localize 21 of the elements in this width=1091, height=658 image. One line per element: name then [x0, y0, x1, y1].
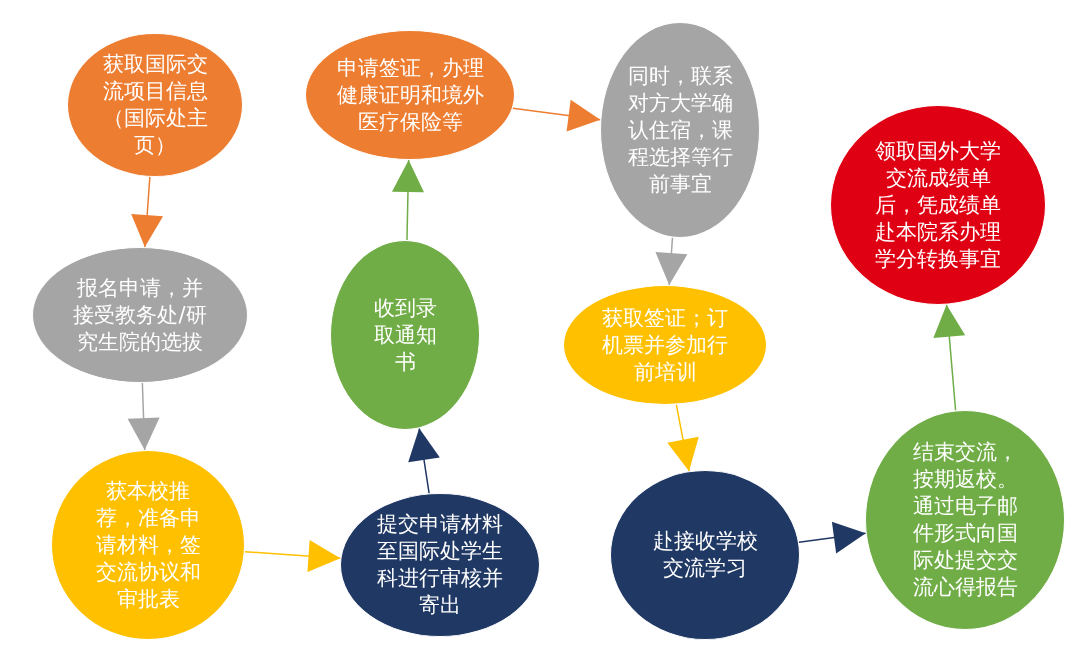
step-text: 赴接收学校交流学习	[651, 528, 759, 582]
arrow	[655, 236, 688, 286]
arrow	[512, 99, 602, 132]
arrow	[667, 403, 699, 472]
step-text: 报名申请，并接受教务处/研究生院的选拔	[72, 274, 208, 356]
arrow	[244, 540, 342, 572]
step-text: 获本校推荐，准备申请材料，签交流协议和审批表	[94, 477, 202, 613]
step-text: 获取国际交流项目信息（国际处主页）	[101, 51, 209, 159]
arrow	[933, 303, 966, 412]
step-text: 提交申请材料至国际处学生科进行审核并寄出	[376, 511, 504, 619]
arrow	[392, 159, 424, 241]
step-text: 获取签证；订机票并参加行前培训	[601, 304, 729, 386]
arrow	[408, 427, 440, 495]
step-text: 收到录取通知书	[372, 294, 438, 376]
arrow	[131, 176, 164, 248]
arrow	[127, 382, 160, 451]
step-text: 领取国外大学交流成绩单后，凭成绩单赴本院系办理学分转换事宜	[874, 137, 1002, 273]
step-text: 结束交流，按期返校。通过电子邮件形式向国际处提交交流心得报告	[911, 439, 1019, 601]
step-text: 申请签证，办理健康证明和境外医疗保险等	[335, 54, 485, 136]
arrow	[798, 521, 867, 554]
step-text: 同时，联系对方大学确认住宿，课程选择等行前事宜	[626, 62, 734, 198]
